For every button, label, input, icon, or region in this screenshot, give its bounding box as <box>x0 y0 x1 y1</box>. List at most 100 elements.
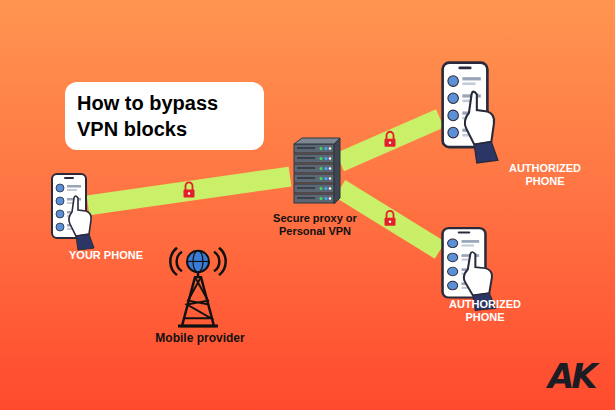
server-icon <box>329 147 331 149</box>
phone-icon <box>461 244 474 246</box>
server-icon <box>320 157 323 160</box>
secure-tunnel-band <box>340 118 440 162</box>
phone-icon <box>67 185 81 188</box>
server-icon <box>294 164 334 173</box>
server-icon <box>329 197 331 199</box>
phone-icon <box>465 92 494 145</box>
phone-icon <box>448 267 458 276</box>
server-icon <box>325 177 328 180</box>
node-label: AUTHORIZED PHONE <box>495 162 595 188</box>
phone-icon <box>56 184 64 192</box>
cell-tower-icon <box>185 277 211 318</box>
phone-icon <box>76 234 94 250</box>
your-phone: YOUR PHONE <box>50 172 88 244</box>
authorized-phone: AUTHORIZED PHONE <box>440 226 488 304</box>
phone-icon <box>56 210 64 218</box>
padlock-icon <box>385 211 396 226</box>
server-icon <box>325 187 328 190</box>
mobile-provider-tower: Mobile provider <box>168 236 228 328</box>
server-icon <box>294 154 334 163</box>
node-label: AUTHORIZED PHONE <box>430 298 540 324</box>
server-icon <box>325 167 328 170</box>
server-icon <box>297 157 315 159</box>
server-icon <box>325 157 328 160</box>
phone-icon <box>458 231 471 233</box>
phone-icon <box>448 127 459 138</box>
phone-icon <box>69 196 94 250</box>
logo-watermark: AK <box>548 356 595 396</box>
phone-icon <box>440 60 490 155</box>
server-icon <box>329 177 331 179</box>
secure-tunnel-band <box>340 118 440 162</box>
server-icon <box>329 167 331 169</box>
phone-icon <box>448 239 458 248</box>
padlock-icon <box>186 182 193 190</box>
server-icon <box>320 167 323 170</box>
secure-tunnel-band <box>88 177 290 206</box>
padlock-icon <box>387 132 394 140</box>
phone-icon <box>448 253 458 262</box>
cell-tower-icon <box>187 261 209 262</box>
title-text: How to bypass VPN blocks <box>77 90 252 142</box>
node-label: Secure proxy or Personal VPN <box>250 212 380 238</box>
secure-tunnel-band <box>88 177 290 206</box>
cell-tower-icon <box>177 252 182 272</box>
server-icon <box>320 197 323 200</box>
server-icon <box>297 197 315 199</box>
padlock-icon <box>385 139 396 147</box>
phone-icon <box>465 92 498 163</box>
padlock-icon <box>389 142 391 144</box>
server-icon <box>325 147 328 150</box>
cell-tower-icon <box>168 236 228 328</box>
server-icon <box>294 144 334 153</box>
phone-icon <box>56 223 64 231</box>
server-icon <box>294 174 334 183</box>
phone-icon <box>474 142 498 163</box>
padlock-icon <box>387 211 394 219</box>
phone-icon <box>448 281 458 290</box>
server-icon <box>320 147 323 150</box>
phone-icon <box>67 189 77 191</box>
authorized-phone: AUTHORIZED PHONE <box>440 60 490 155</box>
padlock-icon <box>385 218 396 226</box>
server-icon <box>290 140 340 206</box>
cell-tower-icon <box>178 325 218 328</box>
server-icon <box>297 177 315 179</box>
phone-icon <box>56 197 64 205</box>
phone-icon <box>458 67 471 70</box>
server-icon <box>320 187 323 190</box>
cell-tower-icon <box>214 252 219 272</box>
phone-icon <box>462 77 480 80</box>
server-icon <box>294 194 334 203</box>
padlock-icon <box>184 189 195 197</box>
server-icon <box>297 147 315 149</box>
server-icon <box>329 157 331 159</box>
server-icon <box>334 138 340 204</box>
phone-icon <box>50 172 88 244</box>
phone-icon <box>448 93 459 104</box>
phone-icon <box>448 76 459 87</box>
padlock-icon <box>385 132 396 147</box>
server-icon <box>294 138 340 144</box>
phone-icon <box>69 196 91 236</box>
phone-icon <box>440 226 488 304</box>
node-label: YOUR PHONE <box>66 249 146 262</box>
cell-tower-icon <box>182 277 214 326</box>
phone-icon <box>462 82 475 85</box>
server-icon <box>325 197 328 200</box>
phone-icon <box>448 110 459 121</box>
cell-tower-icon <box>187 251 209 273</box>
padlock-icon <box>389 221 391 223</box>
padlock-icon <box>184 182 195 197</box>
server-icon <box>329 187 331 189</box>
phone-icon <box>464 252 492 295</box>
phone-icon <box>461 240 479 243</box>
phone-icon <box>64 177 74 179</box>
proxy-server: Secure proxy or Personal VPN <box>290 140 340 206</box>
title-box: How to bypass VPN blocks <box>65 82 264 150</box>
padlock-icon <box>188 192 190 194</box>
server-icon <box>297 187 315 189</box>
server-icon <box>320 177 323 180</box>
